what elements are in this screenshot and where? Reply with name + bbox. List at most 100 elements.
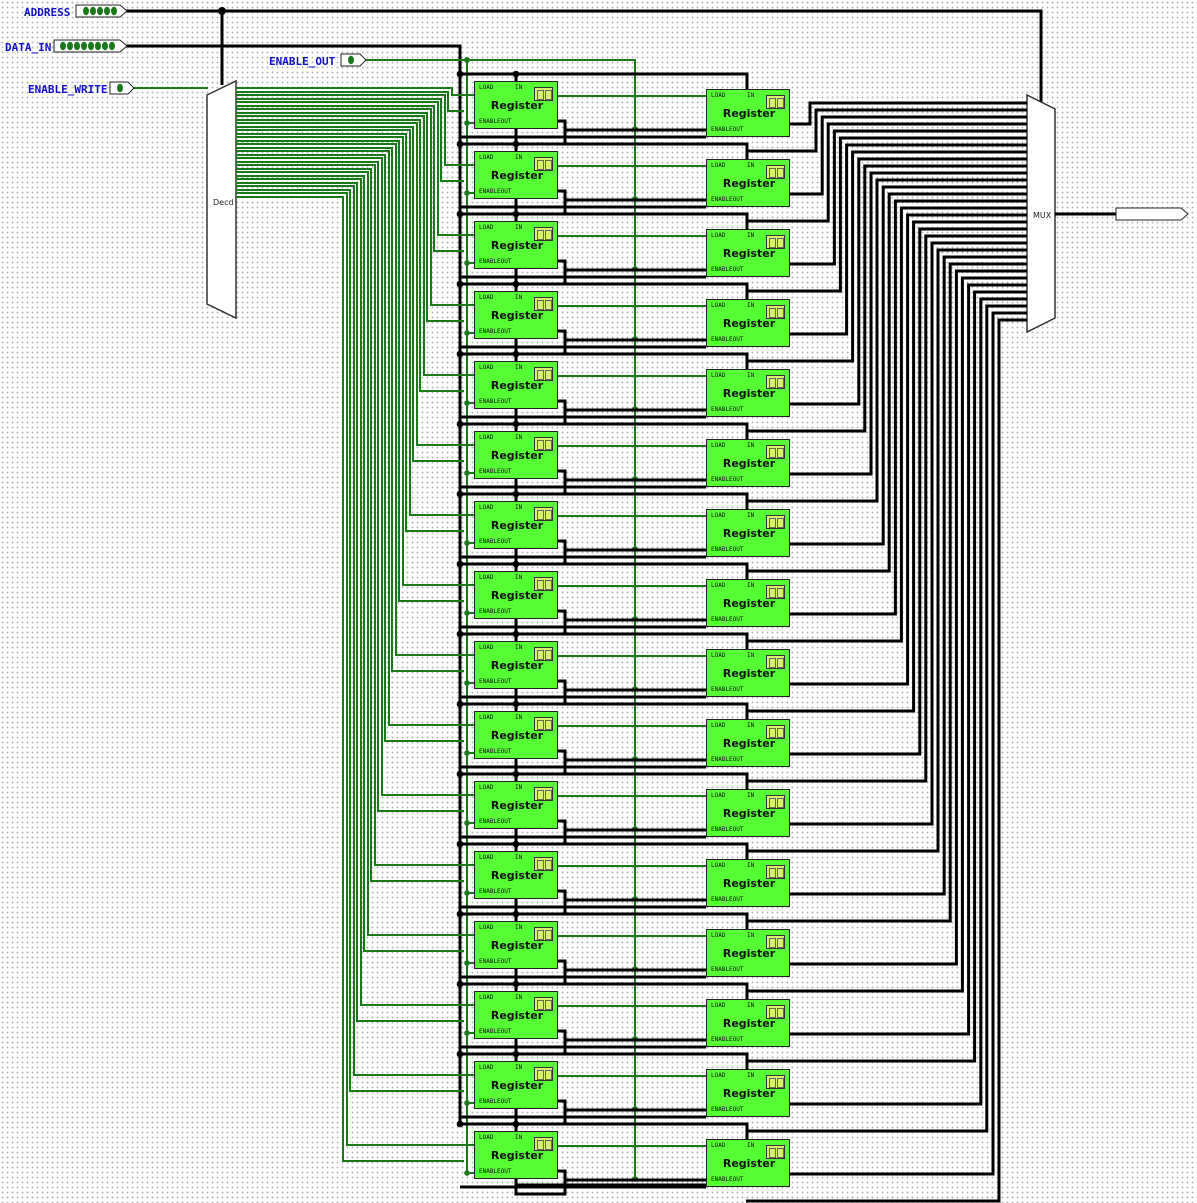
register-title: Register [722, 1157, 776, 1170]
register-enable-out-label: ENABLEOUT [711, 1106, 744, 1113]
enable-write-led [117, 83, 123, 93]
data-in-branch [460, 702, 749, 719]
register-load-label: LOAD [711, 722, 726, 729]
register-title: Register [490, 309, 544, 322]
register-in-label: IN [515, 294, 523, 301]
output-pin [1115, 207, 1189, 221]
register-load-label: LOAD [479, 434, 494, 441]
data-bus-junction [512, 280, 520, 288]
decoder-load-wire-b [236, 133, 464, 532]
register-hex-display [766, 1145, 785, 1159]
register-hex-display [534, 717, 553, 731]
data-in-branch [460, 492, 749, 509]
decoder-load-wire [236, 94, 474, 166]
register-in-label: IN [515, 714, 523, 721]
data-bus-junction [512, 420, 520, 428]
data-bus-junction [456, 70, 464, 78]
address-bit-led [97, 6, 103, 16]
decoder-load-wire [236, 136, 474, 586]
register-load-label: LOAD [711, 1002, 726, 1009]
register-in-label: IN [515, 784, 523, 791]
register-load-label: LOAD [479, 784, 494, 791]
data-in-bit-led [81, 41, 87, 51]
data-bus-junction [512, 1120, 520, 1128]
left-reg-to-mux-bus-b [746, 150, 1027, 363]
register-hex-display [766, 655, 785, 669]
data-in-bit-led [95, 41, 101, 51]
register-enable-out-label: ENABLEOUT [479, 188, 512, 195]
register-hex-display [766, 235, 785, 249]
register-load-label: LOAD [711, 372, 726, 379]
register-hex-display [534, 227, 553, 241]
register-title: Register [490, 379, 544, 392]
register-load-label: LOAD [479, 294, 494, 301]
right-reg-to-mux-bus [790, 255, 1027, 896]
data-in-pin-label: DATA_IN [5, 41, 52, 54]
register-enable-out-label: ENABLEOUT [479, 538, 512, 545]
data-bus-junction [456, 1120, 464, 1128]
register-in-label: IN [515, 364, 523, 371]
data-bus-junction [456, 700, 464, 708]
data-in-bit-led [74, 41, 80, 51]
register-enable-out-label: ENABLEOUT [479, 468, 512, 475]
register-load-label: LOAD [711, 932, 726, 939]
register-load-label: LOAD [479, 644, 494, 651]
register-in-label: IN [747, 722, 755, 729]
register-title: Register [722, 737, 776, 750]
address-pin-label: ADDRESS [24, 6, 71, 19]
data-bus-junction [456, 210, 464, 218]
register-load-label: LOAD [479, 1064, 494, 1071]
address-bus [126, 9, 1043, 104]
register-in-label: IN [747, 1002, 755, 1009]
data-in-branch [460, 562, 749, 579]
right-reg-to-mux-bus [790, 101, 1027, 126]
data-in-branch [460, 212, 749, 229]
register-load-label: LOAD [711, 92, 726, 99]
right-reg-to-mux-bus [790, 241, 1027, 826]
register-enable-out-label: ENABLEOUT [479, 258, 512, 265]
data-bus-junction [512, 210, 520, 218]
enable-out-led [348, 55, 354, 65]
mux-body [1026, 93, 1056, 334]
data-bus-junction [512, 140, 520, 148]
register-in-label: IN [515, 84, 523, 91]
register-in-label: IN [515, 504, 523, 511]
data-bus-junction [512, 490, 520, 498]
register-enable-out-label: ENABLEOUT [479, 1168, 512, 1175]
decoder-load-wire-b [236, 147, 464, 672]
right-reg-to-mux-bus [790, 115, 1027, 196]
